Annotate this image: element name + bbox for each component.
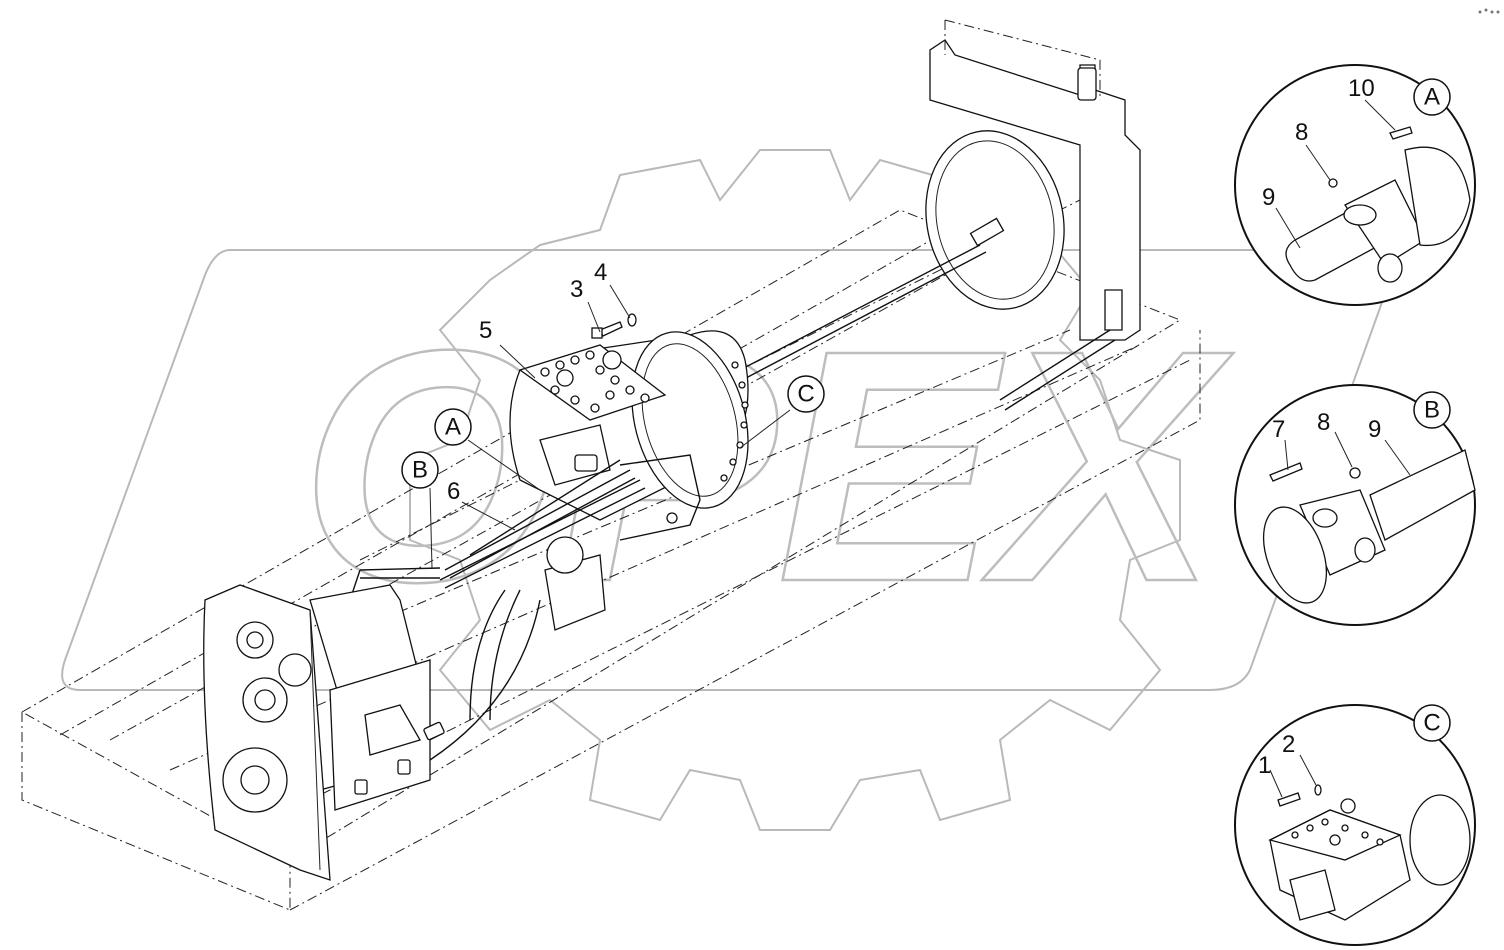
watermark-text: OPEX xyxy=(300,281,1234,650)
transfer-gearbox xyxy=(203,584,445,881)
detail-c-lifting-eye xyxy=(1340,798,1356,814)
cooler-lines xyxy=(739,217,1116,411)
main-callouts: 3 4 5 6 xyxy=(447,259,607,505)
detail-b-nut xyxy=(1349,467,1361,479)
callout-5: 5 xyxy=(479,317,492,344)
ref-circle-c-detail[interactable]: C xyxy=(1413,704,1451,742)
svg-text:B: B xyxy=(1424,397,1440,424)
flange-bolts xyxy=(720,361,749,482)
detail-c: 1 2 C xyxy=(1234,704,1476,946)
detail-a-flange xyxy=(1404,146,1471,247)
radiator-cap xyxy=(1077,67,1097,101)
callout-3: 3 xyxy=(570,276,583,303)
mount-bracket xyxy=(364,704,421,756)
detail-a-callout-9: 9 xyxy=(1262,184,1275,211)
detail-a-callout-8: 8 xyxy=(1295,119,1308,146)
detail-c-pump xyxy=(1289,869,1336,921)
detail-a-bolt xyxy=(1389,126,1413,140)
detail-b-flange xyxy=(1262,506,1328,604)
detail-b-callout-8: 8 xyxy=(1317,409,1330,436)
leader-lines xyxy=(429,284,791,569)
radiator-fitting xyxy=(1104,289,1123,331)
detail-b: 7 8 9 B xyxy=(1234,384,1476,626)
callout-6: 6 xyxy=(447,478,460,505)
detail-b-callout-7: 7 xyxy=(1272,416,1285,443)
main-pump-assembly xyxy=(509,330,749,631)
detail-c-bolt xyxy=(1277,792,1301,807)
detail-a-callout-10: 10 xyxy=(1348,75,1375,102)
watermark-gear xyxy=(409,149,1181,831)
filter-cap xyxy=(546,536,584,574)
svg-text:C: C xyxy=(797,381,814,408)
svg-text:C: C xyxy=(1423,710,1440,737)
detail-c-washer xyxy=(1314,784,1322,796)
radiator xyxy=(925,19,1141,341)
detail-b-bolt xyxy=(1269,462,1303,482)
cover-bolts xyxy=(540,350,650,413)
svg-text:A: A xyxy=(445,414,461,441)
detail-c-callout-2: 2 xyxy=(1282,731,1295,758)
lifting-eye xyxy=(602,350,622,370)
ref-circle-a-main[interactable]: A xyxy=(434,408,472,446)
detail-b-shaft xyxy=(1369,449,1476,541)
detail-b-callout-9: 9 xyxy=(1368,416,1381,443)
callout-4: 4 xyxy=(594,259,607,286)
watermark: OPEX xyxy=(61,149,1394,831)
corner-marks xyxy=(1478,8,1500,14)
ref-circle-b-detail[interactable]: B xyxy=(1413,391,1451,429)
svg-text:B: B xyxy=(412,457,428,484)
fastener-3-bolt xyxy=(591,321,623,339)
detail-a: 10 8 9 A xyxy=(1234,64,1476,306)
ref-circle-a-detail[interactable]: A xyxy=(1413,78,1451,116)
fastener-4-washer xyxy=(627,313,637,327)
ref-circle-c-main[interactable]: C xyxy=(787,375,825,413)
detail-a-nut xyxy=(1328,178,1338,188)
detail-c-callout-1: 1 xyxy=(1258,752,1271,779)
ref-circle-b-main[interactable]: B xyxy=(401,451,439,489)
svg-text:A: A xyxy=(1424,84,1440,111)
detail-c-flange xyxy=(1409,794,1471,886)
